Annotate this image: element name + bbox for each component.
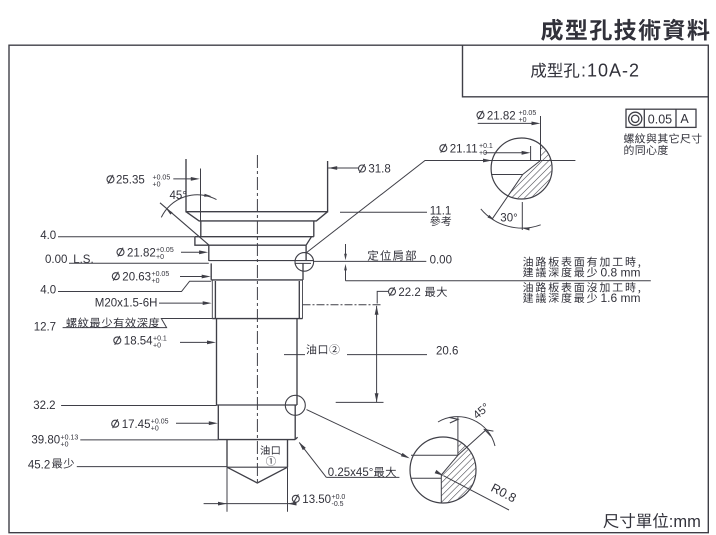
svg-text:+0: +0 xyxy=(519,117,527,124)
svg-text:0.00: 0.00 xyxy=(430,255,452,267)
svg-text:+0.05: +0.05 xyxy=(156,247,174,254)
svg-text:+0.13: +0.13 xyxy=(61,434,79,441)
svg-text:39.80: 39.80 xyxy=(31,435,60,447)
svg-text:0.8 mm: 0.8 mm xyxy=(601,265,641,279)
svg-text:21.82: 21.82 xyxy=(487,110,516,122)
svg-text::mm: :mm xyxy=(669,513,701,531)
svg-text:30°: 30° xyxy=(500,213,517,225)
svg-text:25.35: 25.35 xyxy=(116,175,145,187)
svg-text:+0: +0 xyxy=(152,278,160,285)
svg-text:20.63: 20.63 xyxy=(122,271,151,283)
svg-text:32.2: 32.2 xyxy=(33,400,55,412)
svg-text:+0.1: +0.1 xyxy=(479,143,493,150)
svg-text:20.6: 20.6 xyxy=(436,346,458,358)
svg-text:+0: +0 xyxy=(151,426,159,433)
svg-text:L.S.: L.S. xyxy=(73,254,93,266)
svg-text:4.0: 4.0 xyxy=(40,285,56,297)
svg-text:18.54: 18.54 xyxy=(124,336,153,348)
svg-text:22.2: 22.2 xyxy=(398,287,420,299)
svg-text::10A-2: :10A-2 xyxy=(581,61,640,81)
svg-text:0.00: 0.00 xyxy=(45,254,67,266)
svg-text:+0: +0 xyxy=(479,150,487,157)
svg-text:12.7: 12.7 xyxy=(34,322,56,334)
svg-text:0.25x45°: 0.25x45° xyxy=(328,467,374,479)
svg-text:31.8: 31.8 xyxy=(368,164,390,176)
svg-text:45.2: 45.2 xyxy=(28,460,50,472)
svg-text:+0: +0 xyxy=(153,181,161,188)
svg-text:+0: +0 xyxy=(153,342,161,349)
svg-text:M20x1.5-6H: M20x1.5-6H xyxy=(95,298,158,310)
svg-text:11.1: 11.1 xyxy=(430,206,452,218)
svg-text:+0.05: +0.05 xyxy=(151,419,169,426)
svg-text:0.05: 0.05 xyxy=(648,112,672,126)
svg-text:+0: +0 xyxy=(61,441,69,448)
svg-text:+0: +0 xyxy=(156,254,164,261)
svg-text:1.6 mm: 1.6 mm xyxy=(601,291,641,305)
svg-text:+0.05: +0.05 xyxy=(152,271,170,278)
svg-text:4.0: 4.0 xyxy=(40,230,56,242)
svg-text:13.50: 13.50 xyxy=(302,494,331,506)
svg-text:+0.05: +0.05 xyxy=(519,110,537,117)
svg-text:+0.1: +0.1 xyxy=(153,335,167,342)
svg-text:45°: 45° xyxy=(471,401,492,421)
svg-text:17.45: 17.45 xyxy=(122,419,151,431)
svg-text:+0.05: +0.05 xyxy=(153,174,171,181)
svg-text:21.11: 21.11 xyxy=(450,143,478,155)
svg-text:A: A xyxy=(680,112,689,126)
svg-text:45°: 45° xyxy=(170,190,187,202)
svg-text:21.82: 21.82 xyxy=(127,247,156,259)
svg-text:-0.5: -0.5 xyxy=(332,501,344,508)
svg-text:+0.0: +0.0 xyxy=(332,494,346,501)
